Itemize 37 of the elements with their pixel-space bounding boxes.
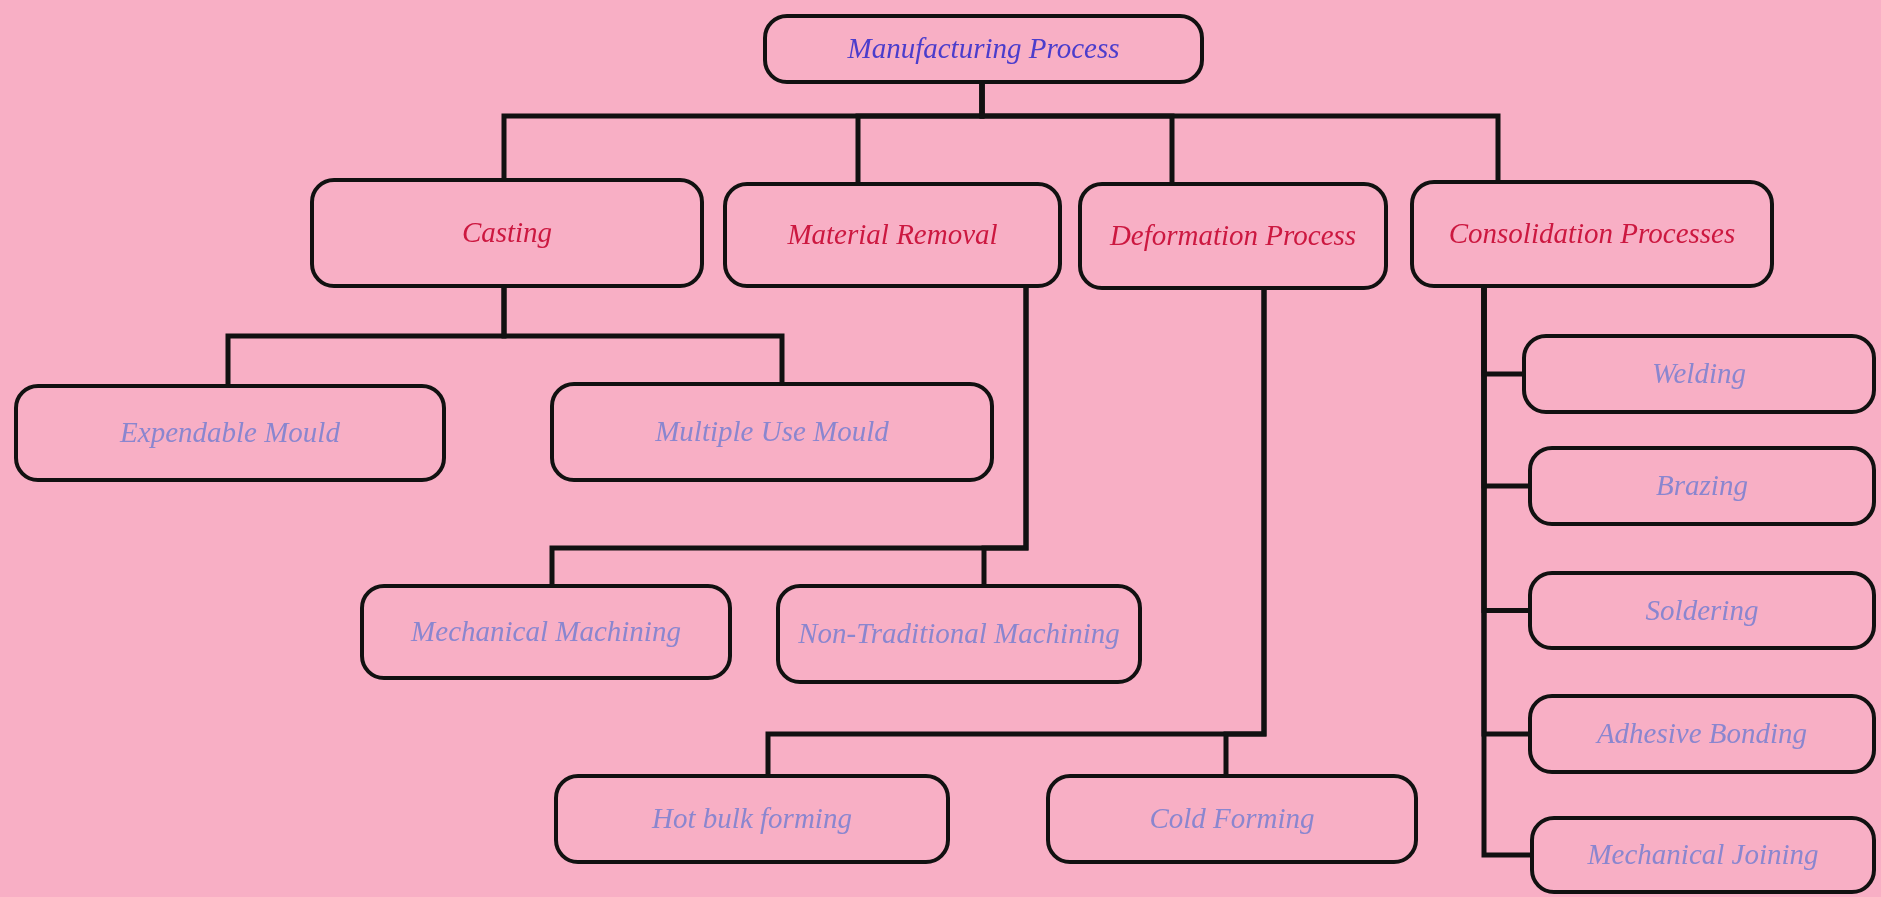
node-label: Non-Traditional Machining [798,618,1120,650]
process-box [1078,182,1388,290]
connector-line [1223,290,1267,774]
process-box [1528,446,1876,526]
process-box [1046,774,1418,864]
node-label: Consolidation Processes [1448,218,1736,250]
node-label: Material Removal [787,219,998,251]
process-box [763,14,1204,84]
process-box [14,384,446,482]
node-label: Expendable Mould [120,417,340,449]
process-box [554,774,950,864]
connector-line [979,84,1501,180]
node-label: Multiple Use Mould [655,416,889,448]
process-box [723,182,1062,288]
connector-line [981,288,1029,584]
connector-line [501,288,785,382]
process-box [360,584,732,680]
connector-line [1481,288,1530,858]
node-label: Cold Forming [1149,803,1315,835]
node-label: Brazing [1656,470,1748,502]
process-box [1528,694,1876,774]
process-box [1530,816,1876,894]
process-box [776,584,1142,684]
node-label: Casting [461,217,553,249]
node-label: Mechanical Joining [1587,839,1819,871]
process-box [1410,180,1774,288]
node-label: Adhesive Bonding [1596,718,1808,750]
process-box [1522,334,1876,414]
node-label: Deformation Process [1109,220,1357,252]
node-label: Mechanical Machining [411,616,681,648]
node-label: Welding [1652,358,1746,390]
process-box [550,382,994,482]
process-box [310,178,704,288]
node-label: Manufacturing Process [847,33,1120,65]
node-label: Soldering [1645,594,1759,627]
process-box [1528,571,1876,650]
node-label: Hot bulk forming [652,803,852,835]
